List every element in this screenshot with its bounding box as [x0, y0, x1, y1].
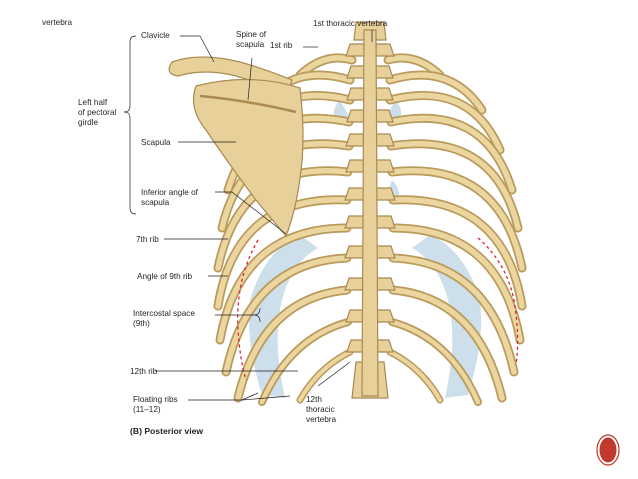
label-left-half-line3: girdle — [78, 118, 98, 127]
label-twelfth-vertebra-line3: vertebra — [306, 415, 336, 424]
ribs-right — [383, 53, 527, 406]
rib-right-1 — [383, 53, 445, 80]
label-seventh-rib: 7th rib — [136, 235, 159, 244]
label-angle-of-ninth-rib: Angle of 9th rib — [137, 272, 193, 281]
next-slide-button-fill — [599, 437, 617, 463]
label-scapula: Scapula — [141, 138, 171, 147]
label-clavicle: Clavicle — [141, 31, 170, 40]
label-spine-of-scapula-line1: Spine of — [236, 30, 267, 39]
rib-right-7 — [388, 195, 527, 311]
rib-angle-dashed-lines — [237, 237, 519, 381]
rib-left-1 — [295, 53, 357, 80]
caption-posterior-view: (B) Posterior view — [130, 426, 203, 436]
label-first-rib: 1st rib — [270, 41, 293, 50]
label-floating-ribs-line1: Floating ribs — [133, 395, 178, 404]
rib-left-11 — [258, 318, 352, 406]
rib-right-6 — [387, 166, 527, 273]
label-left-half-line2: of pectoral — [78, 108, 116, 117]
rib-right-5 — [386, 139, 523, 233]
rib-right-4 — [386, 113, 517, 195]
rib-left-8 — [215, 223, 352, 345]
label-inferior-angle-line2: scapula — [141, 198, 170, 207]
label-twelfth-vertebra-line1: 12th — [306, 395, 322, 404]
rib-right-10 — [388, 285, 507, 403]
rib-right-8 — [388, 223, 525, 345]
label-intercostal-space-line1: Intercostal space — [133, 309, 195, 318]
rib-left-9 — [221, 253, 352, 377]
label-twelfth-vertebra-line2: thoracic — [306, 405, 335, 414]
rib-right-11 — [388, 318, 482, 406]
label-floating-ribs-line2: (11–12) — [133, 405, 161, 414]
label-spine-of-scapula-line2: scapula — [236, 40, 265, 49]
label-first-thoracic-vertebra: 1st thoracic vertebra — [313, 19, 388, 28]
label-intercostal-space-line2: (9th) — [133, 319, 150, 328]
rib-left-7 — [213, 195, 352, 311]
rib-right-2 — [385, 70, 487, 115]
rib-left-12 — [296, 348, 354, 404]
vertebral-column — [344, 21, 396, 399]
label-inferior-angle-line1: Inferior angle of — [141, 188, 199, 197]
next-slide-button[interactable] — [596, 434, 620, 466]
corner-fragment-text: vertebra — [42, 18, 72, 27]
label-left-half-line1: Left half — [78, 98, 108, 107]
label-twelfth-rib: 12th rib — [130, 367, 158, 376]
rib-right-9 — [388, 253, 519, 377]
rib-right-12 — [386, 348, 444, 404]
rib-right-3 — [385, 91, 505, 155]
scapula-bone — [193, 78, 304, 238]
leader-lines — [123, 30, 373, 401]
